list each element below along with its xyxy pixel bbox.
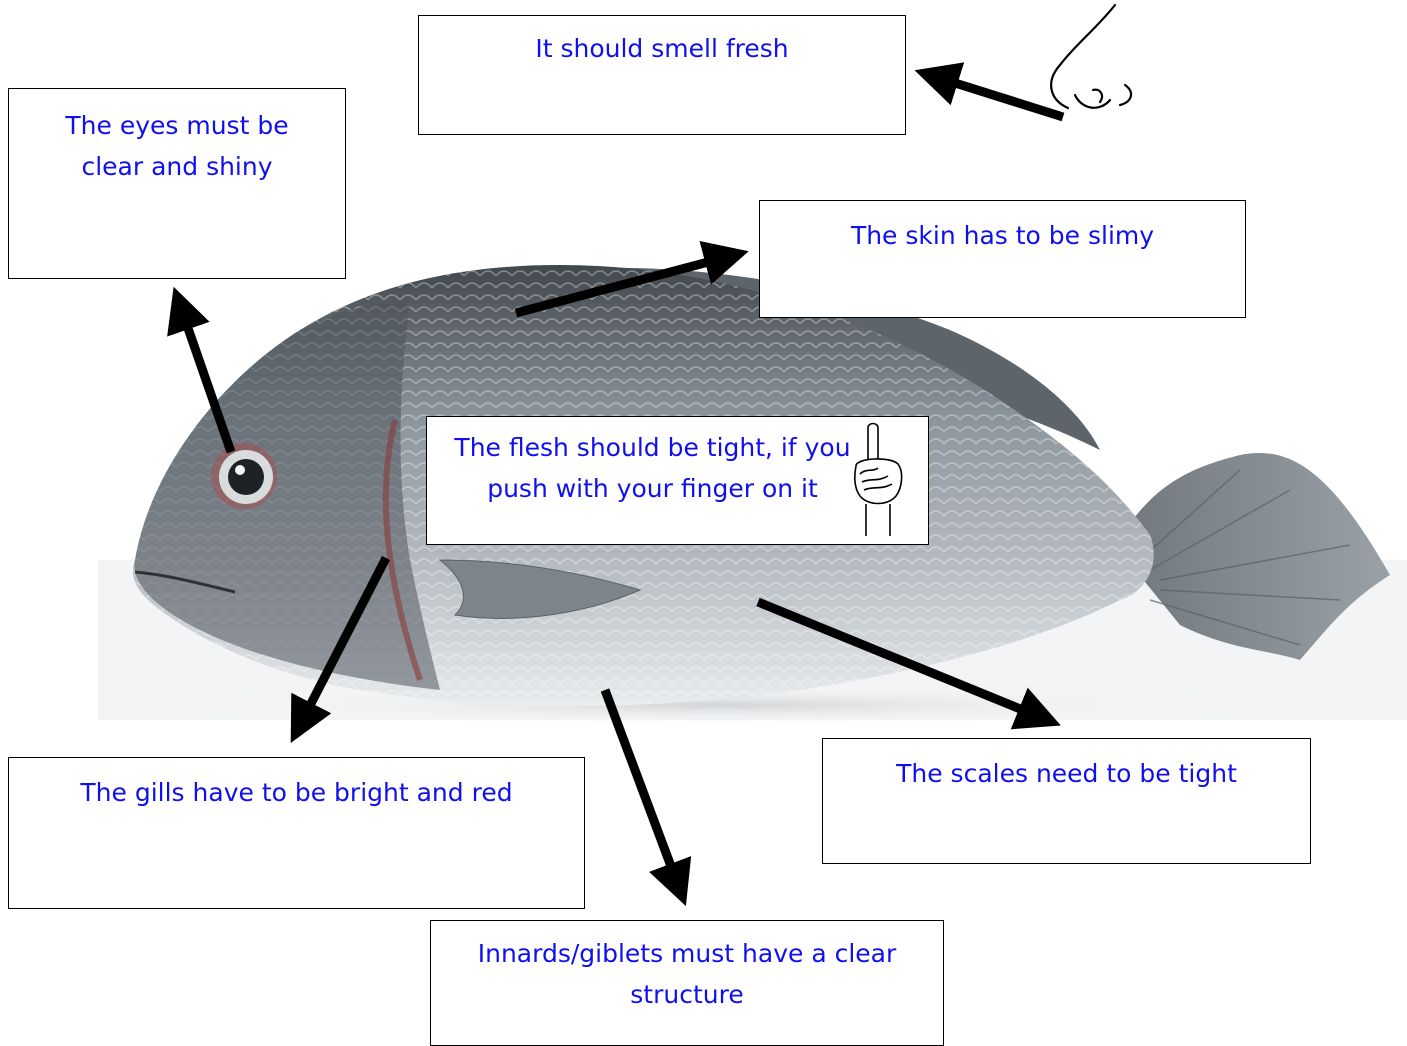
label-eyes-line-1: The eyes must be (23, 105, 331, 146)
label-gills: The gills have to be bright and red (8, 757, 585, 909)
label-skin-text: The skin has to be slimy (774, 215, 1231, 256)
label-gills-text: The gills have to be bright and red (23, 772, 570, 813)
label-flesh-line-2: push with your finger on it (447, 468, 858, 509)
label-innards-line-2: structure (445, 974, 929, 1015)
label-flesh-line-1: The flesh should be tight, if you (447, 427, 858, 468)
pointing-hand-icon (848, 420, 908, 538)
label-innards: Innards/giblets must have a clear struct… (430, 920, 944, 1046)
label-smell-text: It should smell fresh (433, 28, 891, 69)
label-scales: The scales need to be tight (822, 738, 1311, 864)
arrow-smell (936, 77, 1063, 117)
label-eyes: The eyes must be clear and shiny (8, 88, 346, 279)
eye-pupil (228, 459, 264, 495)
label-eyes-line-2: clear and shiny (23, 146, 331, 187)
label-innards-line-1: Innards/giblets must have a clear (445, 933, 929, 974)
label-scales-text: The scales need to be tight (837, 753, 1296, 794)
label-smell: It should smell fresh (418, 15, 906, 135)
nose-icon (1051, 5, 1131, 108)
eye-highlight (235, 465, 245, 475)
label-skin: The skin has to be slimy (759, 200, 1246, 318)
